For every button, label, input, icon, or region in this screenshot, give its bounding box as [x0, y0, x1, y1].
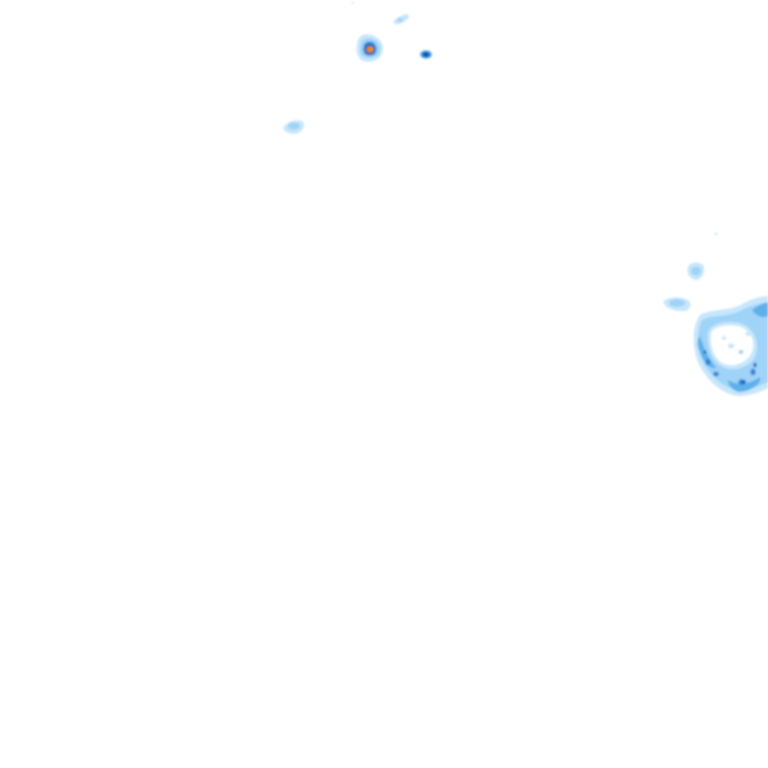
echo-medium	[750, 368, 756, 376]
echo-core	[368, 47, 373, 51]
echo-heavy	[742, 380, 746, 384]
echo-light	[691, 266, 701, 276]
echo-light	[721, 336, 727, 340]
echo-heavy	[703, 350, 707, 354]
echo-light	[745, 332, 751, 336]
echo-ring-cluster-east-edge	[693, 296, 768, 396]
echo-light-patch-east	[663, 233, 717, 311]
echo-isolated-cell-north	[352, 2, 384, 62]
precipitation-layer	[283, 2, 768, 396]
echo-light	[698, 302, 768, 390]
echo-small-cell-north-east	[420, 50, 432, 59]
echo-speck	[715, 233, 717, 235]
echo-light	[397, 18, 403, 22]
echo-speck	[352, 2, 354, 4]
echo-light	[728, 343, 734, 349]
echo-moderate	[752, 302, 768, 318]
echo-light-patch-north-west	[283, 120, 305, 134]
echo-heavy	[753, 362, 757, 368]
echo-medium	[705, 358, 711, 366]
echo-light	[288, 122, 300, 130]
echo-moderate	[697, 336, 716, 369]
echo-moderate	[728, 377, 761, 392]
echo-light	[669, 299, 685, 307]
echo-medium	[713, 371, 719, 377]
echo-light	[738, 350, 744, 354]
echo-heavy	[422, 51, 430, 58]
echo-light-fleck-north	[393, 14, 409, 25]
